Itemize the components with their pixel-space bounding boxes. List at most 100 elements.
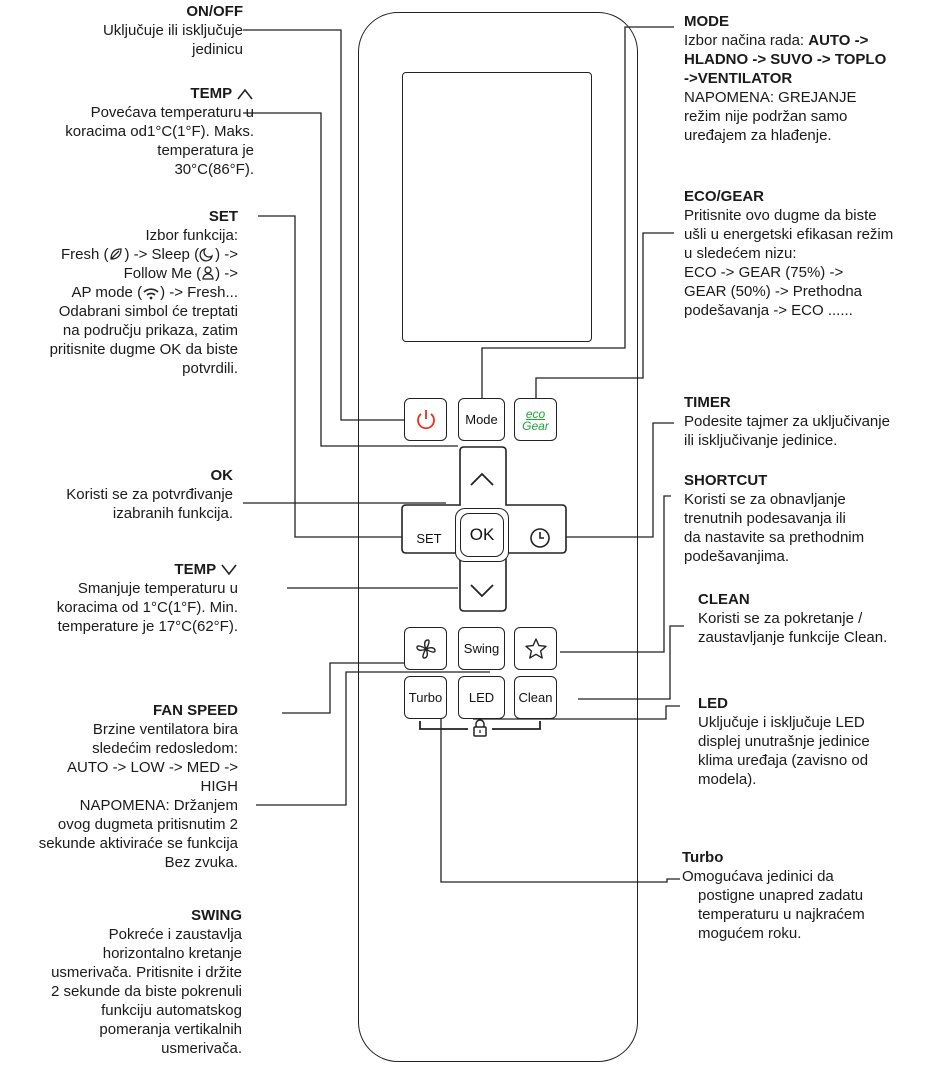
label-temp-up-line: Povećava temperaturu u bbox=[90, 104, 254, 121]
label-led-title: LED bbox=[698, 695, 728, 712]
label-clean: CLEAN Koristi se za pokretanje / zaustav… bbox=[698, 590, 887, 647]
label-fan-speed: FAN SPEED Brzine ventilatora bira sledeć… bbox=[39, 701, 238, 872]
down-arrow-icon bbox=[469, 584, 494, 598]
label-clean-line: Koristi se za pokretanje / bbox=[698, 610, 863, 627]
swing-button[interactable]: Swing bbox=[458, 627, 505, 670]
label-timer-line: Podesite tajmer za uključivanje bbox=[684, 413, 890, 430]
ok-button-label: OK bbox=[469, 525, 495, 544]
label-onoff-title: ON/OFF bbox=[186, 3, 243, 20]
label-temp-down-line: temperature je 17°C(62°F). bbox=[57, 618, 238, 635]
label-set-follow-b: ) -> bbox=[215, 265, 238, 282]
label-shortcut-line: trenutnih podesavanja ili bbox=[684, 510, 846, 527]
label-eco-line: u sledećem nizu: bbox=[684, 245, 797, 262]
label-ok: OK Koristi se za potvrđivanje izabranih … bbox=[66, 466, 233, 523]
eco-gear-button[interactable]: eco Gear bbox=[514, 398, 557, 441]
timer-button[interactable] bbox=[515, 513, 565, 563]
label-set-fresh-c: ) -> bbox=[215, 246, 238, 263]
ok-button-inner: OK bbox=[460, 513, 504, 557]
set-button[interactable]: SET bbox=[404, 513, 454, 563]
swing-button-label: Swing bbox=[463, 641, 500, 656]
label-onoff-line: Uključuje ili isključuje bbox=[102, 22, 243, 39]
up-arrow-icon bbox=[469, 472, 494, 486]
label-onoff: ON/OFF Uključuje ili isključuje jedinicu bbox=[103, 2, 243, 59]
label-mode-seq3: ->VENTILATOR bbox=[684, 70, 793, 87]
wifi-icon bbox=[143, 288, 159, 300]
up-chevron-icon bbox=[237, 88, 253, 100]
temp-up-button[interactable] bbox=[458, 453, 505, 505]
label-set-ap-line: AP mode () -> Fresh... bbox=[50, 283, 238, 302]
label-onoff-line: jedinicu bbox=[192, 41, 243, 58]
lock-icon bbox=[473, 719, 487, 737]
temp-down-button[interactable] bbox=[458, 565, 505, 617]
label-led: LED Uključuje i isključuje LED displej u… bbox=[698, 694, 870, 789]
person-icon bbox=[202, 266, 214, 280]
label-fan-line: Bez zvuka. bbox=[164, 854, 238, 871]
label-fan-title: FAN SPEED bbox=[152, 702, 238, 719]
label-set: SET Izbor funkcija: Fresh () -> Sleep ()… bbox=[50, 207, 238, 378]
label-mode-line: režim nije podržan samo bbox=[684, 108, 848, 125]
label-fan-line: sekunde aktiviraće se funkcija bbox=[38, 835, 238, 852]
mode-button[interactable]: Mode bbox=[458, 398, 505, 441]
label-set-fresh-line: Fresh () -> Sleep () -> bbox=[50, 245, 238, 264]
label-clean-line: zaustavljanje funkcije Clean. bbox=[698, 629, 888, 646]
label-eco-line: Pritisnite ovo dugme da biste bbox=[684, 207, 877, 224]
label-led-line: klima uređaja (zavisno od bbox=[698, 752, 869, 769]
label-turbo-line: postigne unapred zadatu bbox=[698, 887, 864, 904]
label-eco-gear: ECO/GEAR Pritisnite ovo dugme da biste u… bbox=[684, 187, 893, 320]
label-swing-line: horizontalno kretanje bbox=[102, 945, 242, 962]
label-temp-down-line: koracima od 1°C(1°F). Min. bbox=[56, 599, 238, 616]
label-fan-line: Brzine ventilatora bira bbox=[92, 721, 238, 738]
sleep-icon bbox=[199, 248, 214, 262]
line-clean bbox=[578, 625, 684, 700]
clean-button[interactable]: Clean bbox=[514, 676, 557, 719]
label-mode-intro-line: Izbor načina rada: AUTO -> bbox=[684, 31, 886, 50]
label-set-fresh-a: Fresh ( bbox=[60, 246, 109, 263]
turbo-button[interactable]: Turbo bbox=[404, 676, 447, 719]
clock-icon bbox=[530, 528, 550, 548]
label-timer: TIMER Podesite tajmer za uključivanje il… bbox=[684, 393, 890, 450]
label-set-line: pritisnite dugme OK da biste bbox=[49, 341, 238, 358]
label-led-line: modela). bbox=[698, 771, 757, 788]
label-temp-down-title: TEMP bbox=[57, 560, 238, 579]
set-button-label: SET bbox=[416, 530, 442, 546]
power-button[interactable] bbox=[404, 398, 447, 441]
label-swing-line: usmerivača. bbox=[161, 1040, 242, 1057]
label-swing-line: Pokreće i zaustavlja bbox=[108, 926, 242, 943]
label-temp-up: TEMP Povećava temperaturu u koracima od1… bbox=[65, 84, 254, 179]
ok-button[interactable]: OK bbox=[455, 508, 509, 562]
label-clean-title: CLEAN bbox=[698, 591, 750, 608]
shortcut-button[interactable] bbox=[514, 627, 557, 670]
mode-button-label: Mode bbox=[465, 412, 498, 427]
label-fan-line: HIGH bbox=[200, 778, 239, 795]
label-ok-title: OK bbox=[210, 467, 234, 484]
line-fan bbox=[282, 662, 404, 714]
line-led bbox=[473, 705, 680, 720]
clean-button-label: Clean bbox=[518, 690, 553, 705]
line-turbo bbox=[440, 709, 680, 883]
label-eco-line: ušli u energetski efikasan režim bbox=[684, 226, 894, 243]
label-temp-up-title: TEMP bbox=[65, 84, 254, 103]
fan-speed-button[interactable] bbox=[404, 627, 447, 670]
label-timer-line: ili isključivanje jedinice. bbox=[684, 432, 838, 449]
line-swing bbox=[256, 671, 490, 806]
label-turbo-title: Turbo bbox=[682, 849, 724, 866]
label-shortcut-line: podešavanjima. bbox=[684, 548, 790, 565]
star-icon bbox=[524, 637, 547, 659]
label-swing-line: usmerivača. Pritisnite i držite bbox=[51, 964, 242, 981]
label-ok-line: Koristi se za potvrđivanje bbox=[66, 486, 233, 503]
label-swing-line: funkciju automatskog bbox=[101, 1002, 242, 1019]
label-eco-line: podešavanja -> ECO ...... bbox=[684, 302, 853, 319]
led-button[interactable]: LED bbox=[458, 676, 505, 719]
label-turbo-line: mogućem roku. bbox=[698, 925, 802, 942]
label-set-title: SET bbox=[208, 208, 238, 225]
label-mode-seq2: HLADNO -> SUVO -> TOPLO bbox=[684, 51, 887, 68]
display-screen bbox=[402, 72, 592, 342]
label-swing-line: pomeranja vertikalnih bbox=[99, 1021, 242, 1038]
gear-label: Gear bbox=[522, 418, 549, 433]
label-mode-intro: Izbor načina rada: bbox=[684, 32, 809, 49]
label-fan-line: NAPOMENA: Držanjem bbox=[79, 797, 238, 814]
eco-label: eco bbox=[525, 406, 546, 421]
label-set-line: potvrdili. bbox=[182, 360, 238, 377]
label-mode-title: MODE bbox=[684, 13, 729, 30]
